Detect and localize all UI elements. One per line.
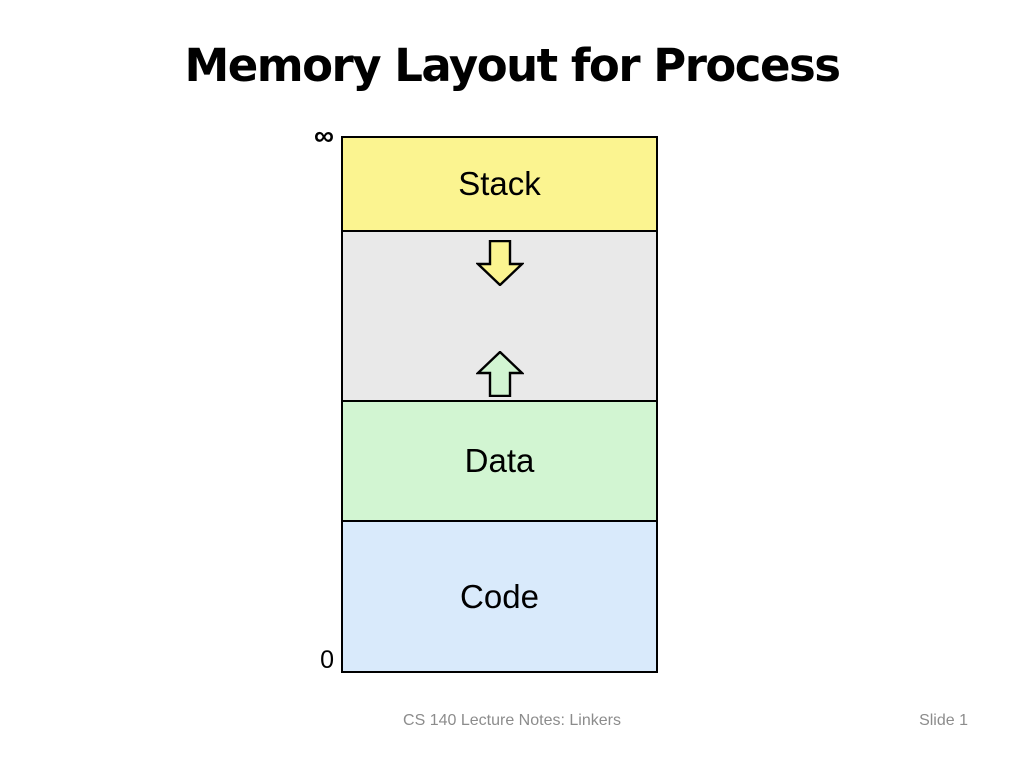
segment-code: Code [343, 522, 656, 671]
slide-title: Memory Layout for Process [184, 39, 841, 92]
memory-layout-diagram: Stack Data Code [341, 136, 658, 673]
stack-growth-down-arrow-icon [475, 240, 524, 286]
segment-stack: Stack [343, 138, 656, 232]
axis-label-infinity: ∞ [314, 120, 334, 151]
segment-code-label: Code [460, 577, 539, 615]
down-arrow-shape [475, 240, 524, 286]
segment-stack-label: Stack [458, 165, 541, 202]
axis-label-zero: 0 [320, 646, 334, 674]
data-growth-up-arrow-icon [475, 351, 524, 397]
footer-slide-number: Slide 1 [919, 712, 968, 729]
up-arrow-shape [475, 351, 524, 397]
segment-data: Data [343, 402, 656, 522]
segment-data-label: Data [464, 442, 535, 479]
footer-lecture-notes: CS 140 Lecture Notes: Linkers [403, 712, 621, 729]
segment-free-space [343, 232, 656, 402]
